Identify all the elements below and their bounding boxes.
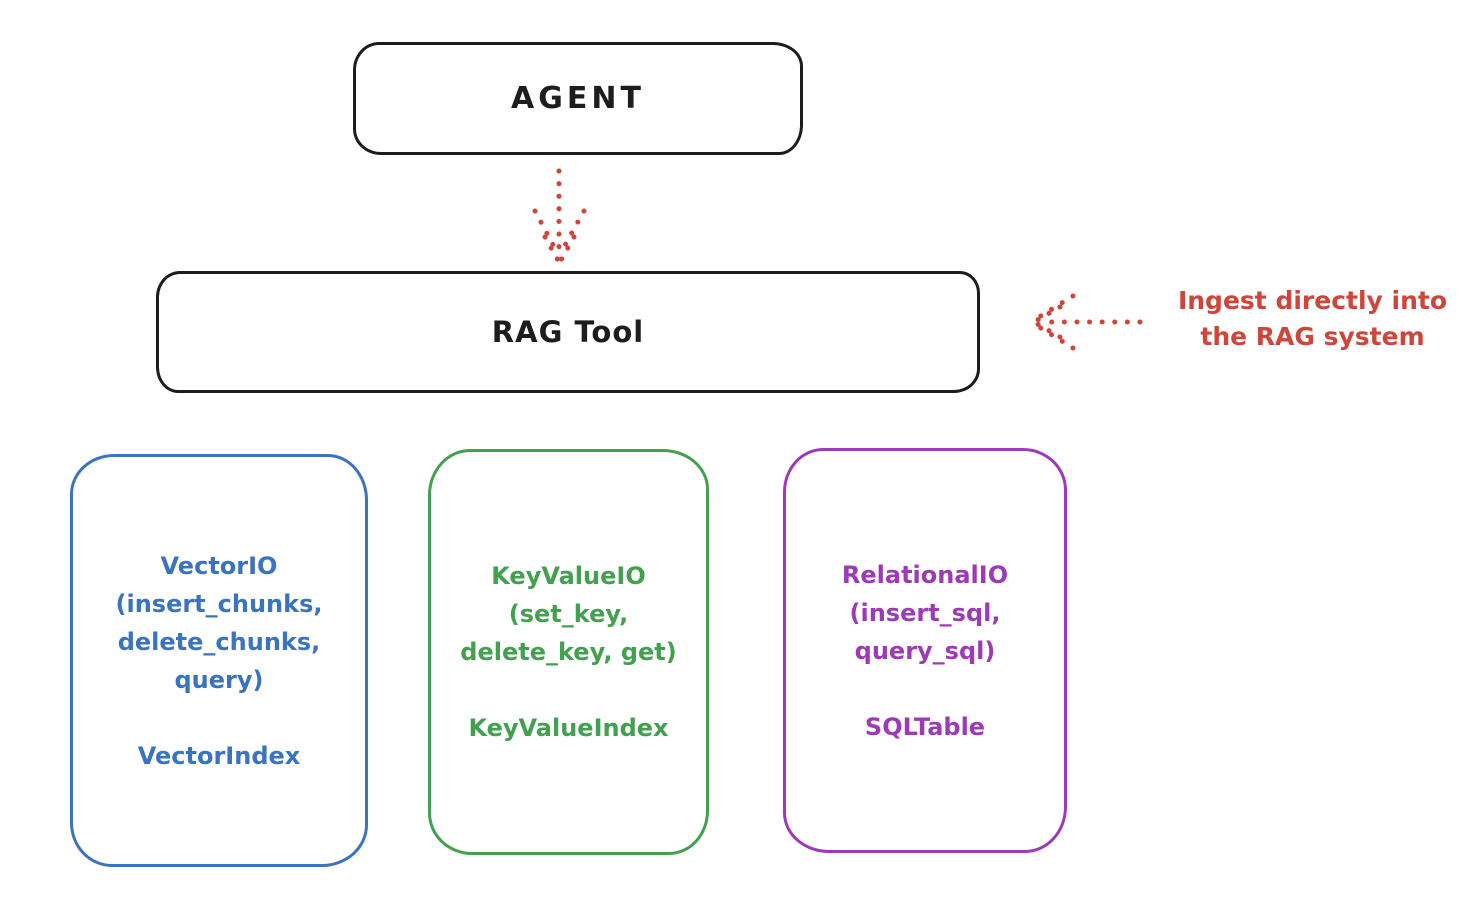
- arrow-inner-head-left: [542, 234, 562, 265]
- keyvalue-io-box: KeyValueIO (set_key, delete_key, get) Ke…: [428, 449, 709, 855]
- relational-io-box: RelationalIO (insert_sql, query_sql) SQL…: [783, 448, 1067, 853]
- keyvalue-io-methods: KeyValueIO (set_key, delete_key, get): [460, 557, 676, 671]
- vector-io-methods: VectorIO (insert_chunks, delete_chunks, …: [116, 547, 323, 699]
- vector-io-box: VectorIO (insert_chunks, delete_chunks, …: [70, 454, 368, 867]
- ingest-annotation: Ingest directly into the RAG system: [1140, 283, 1484, 355]
- sql-table-label: SQLTable: [864, 712, 986, 741]
- arrow-inner-head-bottom: [1031, 319, 1063, 340]
- arrow-inner-head-right: [557, 234, 577, 265]
- rag-tool-node: RAG Tool: [156, 271, 980, 393]
- text-line: (set_key,: [508, 600, 629, 628]
- rag-tool-label: RAG Tool: [491, 315, 645, 349]
- arrow-head-bottom: [1028, 319, 1076, 351]
- relational-io-methods: RelationalIO (insert_sql, query_sql): [842, 556, 1008, 670]
- vector-index-label: VectorIndex: [137, 741, 301, 770]
- annotation-line-2: the RAG system: [1200, 322, 1425, 351]
- text-line: query_sql): [854, 636, 996, 665]
- text-line: (insert_chunks,: [115, 589, 323, 618]
- annotation-line-1: Ingest directly into: [1177, 286, 1448, 315]
- keyvalue-index-label: KeyValueIndex: [468, 714, 669, 742]
- text-line: query): [174, 665, 264, 694]
- text-line: KeyValueIO: [491, 562, 646, 590]
- arrow-head-top: [1028, 293, 1076, 325]
- text-line: RelationalIO: [841, 560, 1009, 589]
- arrow-head-left: [532, 208, 561, 257]
- arrow-inner-head-top: [1031, 304, 1063, 325]
- text-line: VectorIO: [160, 551, 278, 580]
- agent-node: AGENT: [353, 42, 803, 155]
- text-line: delete_key, get): [460, 638, 677, 666]
- arrow-head-right: [557, 208, 587, 257]
- agent-label: AGENT: [511, 81, 645, 116]
- text-line: delete_chunks,: [117, 627, 321, 656]
- dotted-arrow-annotation-to-rag-tool: [1028, 293, 1143, 351]
- text-line: (insert_sql,: [849, 598, 1001, 627]
- dotted-arrow-agent-to-rag-tool: [532, 168, 587, 265]
